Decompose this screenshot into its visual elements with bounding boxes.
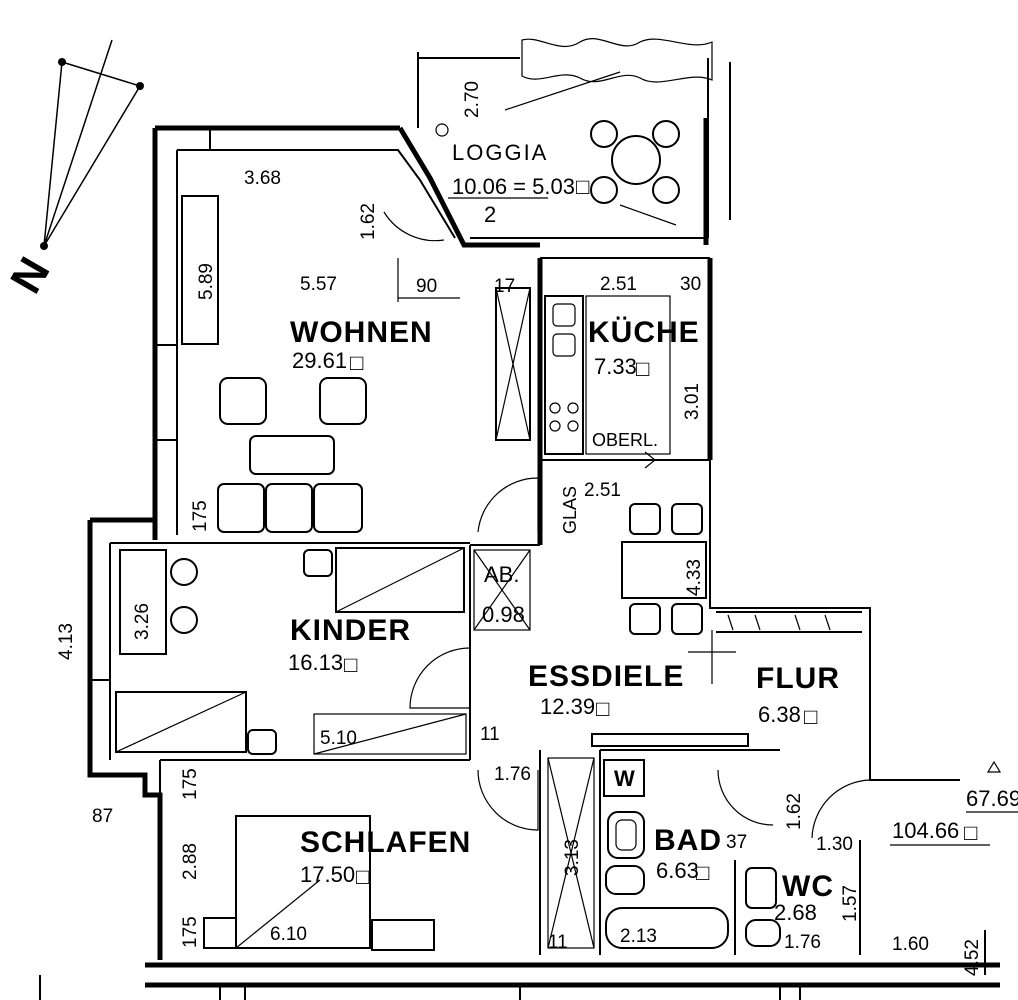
ab-area: 0.98 — [482, 602, 525, 627]
dim-175-c: 175 — [180, 916, 201, 948]
total-area-unit: □ — [964, 820, 977, 845]
wohnen-area: 29.61 — [292, 348, 347, 373]
kueche-note: OBERL. — [592, 430, 658, 450]
wohnen-furniture — [181, 195, 531, 533]
dim-1-60: 1.60 — [892, 934, 929, 955]
dim-2-88: 2.88 — [180, 843, 201, 880]
ab-storage — [473, 549, 531, 631]
dim-5-10: 5.10 — [320, 728, 357, 749]
kinder-area-unit: □ — [344, 652, 357, 677]
dim-3-26: 3.26 — [132, 603, 153, 640]
dim-175-b: 175 — [180, 768, 201, 800]
wc-name: WC — [782, 870, 834, 903]
flur-name: FLUR — [756, 662, 840, 695]
loggia-area — [417, 38, 731, 239]
bad-furniture — [603, 759, 729, 949]
loggia-area-value: 10.06 = 5.03 — [452, 174, 575, 199]
glas-label: GLAS — [560, 486, 580, 534]
schlafen-furniture — [203, 757, 595, 951]
doors — [383, 211, 871, 839]
dim-2-13: 2.13 — [620, 926, 657, 947]
dim-30: 30 — [680, 274, 701, 295]
dim-4-13: 4.13 — [56, 623, 77, 660]
dim-5-89: 5.89 — [196, 263, 217, 300]
dim-1-30: 1.30 — [816, 834, 853, 855]
dim-4-52: 4.52 — [962, 939, 983, 976]
kueche-area-unit: □ — [636, 356, 649, 381]
total-area: 104.66 — [892, 818, 959, 843]
dim-37: 37 — [726, 832, 747, 853]
dim-2-51-glas: 2.51 — [584, 480, 621, 501]
schlafen-name: SCHLAFEN — [300, 826, 471, 859]
dim-1-62-b: 1.62 — [784, 793, 805, 830]
level-value: 67.69 — [966, 786, 1018, 811]
kueche-area: 7.33 — [594, 354, 637, 379]
dim-3-01: 3.01 — [682, 383, 703, 420]
loggia-dim: 2.70 — [462, 81, 483, 118]
wc-furniture — [745, 867, 781, 947]
kinder-name: KINDER — [290, 614, 411, 647]
ab-name: AB. — [484, 562, 519, 587]
schlafen-area: 17.50 — [300, 862, 355, 887]
dim-1-76-b: 1.76 — [784, 932, 821, 953]
dim-3-13: 3.13 — [562, 839, 583, 876]
loggia-area-unit: □ — [576, 174, 589, 199]
wohnen-name: WOHNEN — [290, 316, 433, 349]
schlafen-area-unit: □ — [356, 864, 369, 889]
dim-90: 90 — [416, 276, 437, 297]
flur-area: 6.38 — [758, 702, 801, 727]
bad-area-unit: □ — [696, 860, 709, 885]
wohnen-area-unit: □ — [350, 350, 363, 375]
flur-area-unit: □ — [804, 704, 817, 729]
dim-6-10: 6.10 — [270, 924, 307, 945]
north-arrow-icon — [40, 39, 144, 250]
dim-4-33: 4.33 — [684, 559, 705, 596]
dim-87: 87 — [92, 806, 113, 827]
dim-5-57: 5.57 — [300, 274, 337, 295]
essdiele-furniture — [591, 503, 749, 747]
dim-11-a: 11 — [480, 724, 500, 745]
north-label: N — [1, 249, 59, 301]
dim-3-68: 3.68 — [244, 168, 281, 189]
loggia-name: LOGGIA — [452, 140, 548, 165]
dim-175-a: 175 — [190, 500, 211, 532]
kueche-name: KÜCHE — [588, 316, 700, 349]
dim-2-51-top: 2.51 — [600, 274, 637, 295]
essdiele-area-unit: □ — [596, 696, 609, 721]
dim-1-76-a: 1.76 — [494, 764, 531, 785]
loggia-divisor: 2 — [484, 202, 496, 227]
wc-area: 2.68 — [774, 900, 817, 925]
bad-name: BAD — [654, 824, 722, 857]
washer-label: W — [614, 766, 635, 791]
kinder-furniture — [115, 547, 467, 755]
dim-1-62-top: 1.62 — [358, 203, 379, 240]
dim-17-top: 17 — [494, 276, 515, 297]
kinder-area: 16.13 — [288, 650, 343, 675]
dim-11-b: 11 — [548, 932, 568, 953]
dim-1-57: 1.57 — [840, 885, 861, 922]
essdiele-name: ESSDIELE — [528, 660, 684, 693]
walls — [39, 118, 1000, 1000]
essdiele-area: 12.39 — [540, 694, 595, 719]
bad-area: 6.63 — [656, 858, 699, 883]
level-marker-icon — [986, 760, 1002, 773]
kueche-furniture — [544, 295, 671, 455]
